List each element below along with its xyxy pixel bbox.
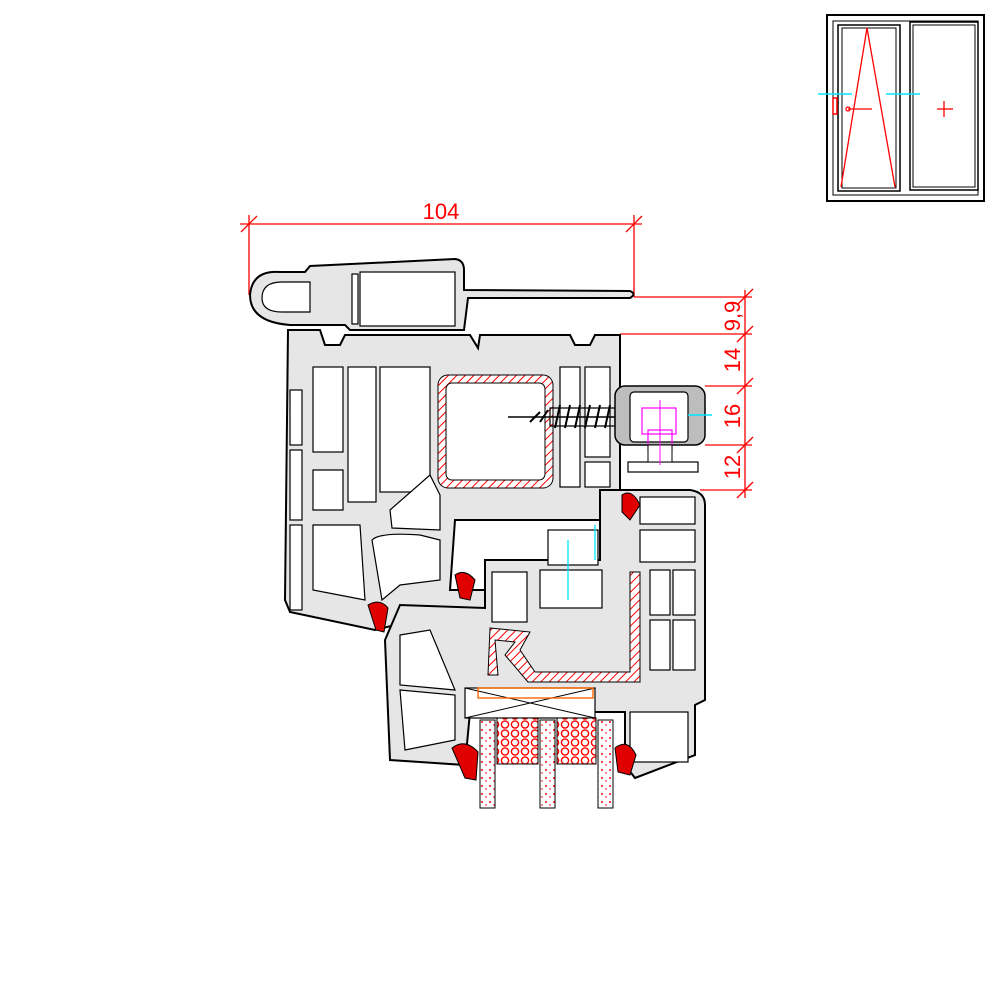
screw-icon [508, 404, 620, 429]
gaskets [367, 492, 641, 781]
dimension-lines [240, 215, 754, 499]
dimension-vertical-3: 16 [720, 404, 745, 428]
dimension-vertical-4: 12 [720, 455, 745, 479]
dimension-width: 104 [423, 199, 460, 224]
handle-icon [832, 97, 838, 115]
window-thumbnail [818, 14, 985, 202]
dimension-vertical-1: 9,9 [720, 301, 745, 332]
sash-reinforcement [487, 571, 641, 683]
hardware-keeper [614, 385, 712, 473]
dimension-vertical-2: 14 [720, 348, 745, 372]
triple-glazing [479, 717, 614, 809]
